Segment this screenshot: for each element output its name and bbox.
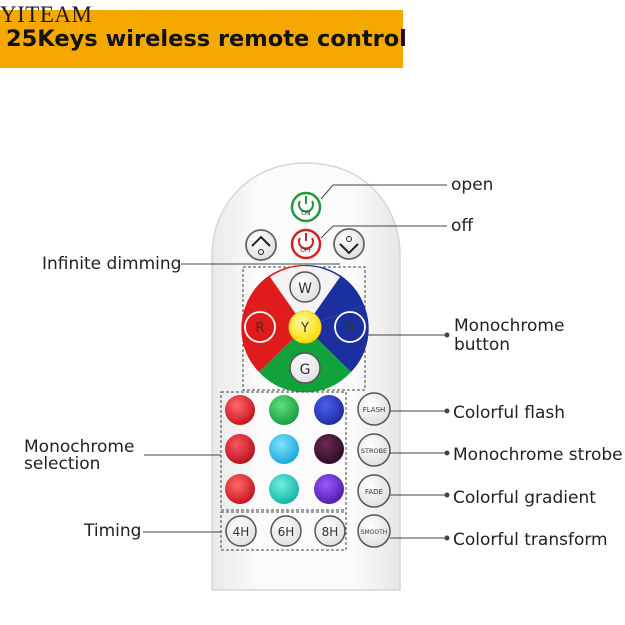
green-label: G xyxy=(300,362,311,378)
timer-6h-label: 6H xyxy=(278,525,295,539)
label-monochrome-selection-1: Monochrome xyxy=(24,437,135,457)
color-key-blue-1[interactable] xyxy=(314,395,344,425)
label-colorful-gradient: Colorful gradient xyxy=(453,488,596,508)
fade-label: FADE xyxy=(365,488,383,496)
label-colorful-transform: Colorful transform xyxy=(453,530,608,550)
color-key-purple[interactable] xyxy=(314,474,344,504)
power-off-button[interactable]: OFF xyxy=(290,228,322,260)
sun-icon xyxy=(346,236,352,242)
watermark: YITEAM xyxy=(0,2,93,27)
arrow-up-icon xyxy=(251,235,271,247)
color-key-red-3[interactable] xyxy=(225,474,255,504)
power-on-button[interactable]: ON xyxy=(290,191,322,223)
page-title: 25Keys wireless remote control xyxy=(6,26,407,52)
color-key-green-1[interactable] xyxy=(269,395,299,425)
yellow-label: Y xyxy=(300,321,309,336)
yellow-button[interactable]: Y xyxy=(288,310,322,344)
arrow-down-icon xyxy=(339,243,359,255)
smooth-label: SMOOTH xyxy=(361,529,388,536)
timer-8h-button[interactable]: 8H xyxy=(314,515,346,547)
fade-button[interactable]: FADE xyxy=(357,474,391,508)
off-label: OFF xyxy=(300,247,312,254)
label-off: off xyxy=(451,216,474,236)
blue-button[interactable]: B xyxy=(334,311,366,343)
flash-label: FLASH xyxy=(363,406,386,414)
timer-frame xyxy=(220,511,347,551)
color-key-dark-purple[interactable] xyxy=(314,434,344,464)
color-key-teal[interactable] xyxy=(269,474,299,504)
label-infinite-dimming: Infinite dimming xyxy=(42,254,182,274)
label-monochrome-button-1: Monochrome xyxy=(454,316,565,336)
strobe-button[interactable]: STROBE xyxy=(357,433,391,467)
label-open: open xyxy=(451,175,494,195)
label-colorful-flash: Colorful flash xyxy=(453,403,566,423)
color-grid-frame xyxy=(220,391,347,511)
on-label: ON xyxy=(301,210,310,217)
label-monochrome-button-2: button xyxy=(454,335,511,355)
red-button[interactable]: R xyxy=(244,311,276,343)
timer-4h-button[interactable]: 4H xyxy=(225,515,257,547)
color-grid xyxy=(225,395,344,504)
timer-8h-label: 8H xyxy=(322,525,339,539)
flash-button[interactable]: FLASH xyxy=(357,392,391,426)
label-timing: Timing xyxy=(84,521,142,541)
strobe-label: STROBE xyxy=(361,447,387,455)
title-banner xyxy=(0,10,403,68)
label-monochrome-strobe: Monochrome strobe xyxy=(453,445,623,465)
timer-6h-button[interactable]: 6H xyxy=(270,515,302,547)
brightness-down-button[interactable] xyxy=(333,228,365,260)
white-label: W xyxy=(298,281,312,297)
sun-icon xyxy=(258,249,264,255)
green-button[interactable]: G xyxy=(289,352,321,384)
brightness-up-button[interactable] xyxy=(245,229,277,261)
color-key-red-1[interactable] xyxy=(225,395,255,425)
timer-4h-label: 4H xyxy=(233,525,250,539)
white-button[interactable]: W xyxy=(289,271,321,303)
smooth-button[interactable]: SMOOTH xyxy=(357,514,391,548)
blue-label: B xyxy=(346,321,355,336)
red-label: R xyxy=(255,321,264,336)
color-key-cyan[interactable] xyxy=(269,434,299,464)
leader-dots xyxy=(444,332,450,541)
label-monochrome-selection-2: selection xyxy=(24,454,101,474)
color-key-red-2[interactable] xyxy=(225,434,255,464)
leader-lines xyxy=(143,184,447,539)
